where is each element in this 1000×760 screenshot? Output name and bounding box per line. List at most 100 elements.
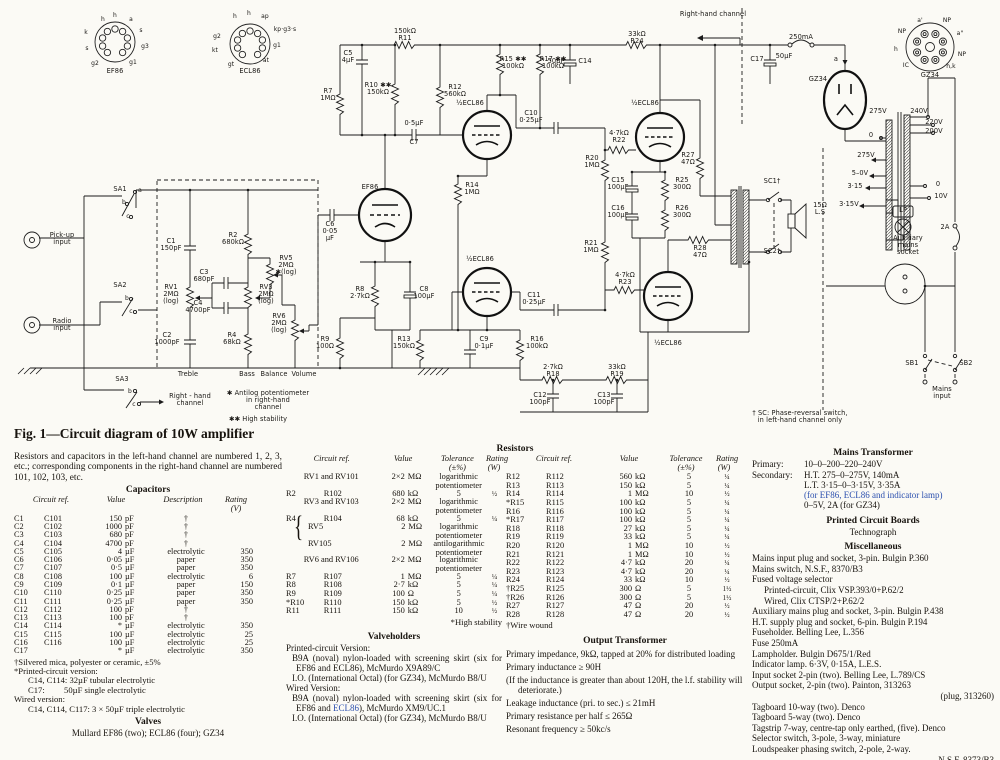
schematic-label: c	[132, 401, 136, 408]
schematic-label: C1 150pF	[160, 237, 182, 253]
tone-control-dashed-box	[156, 179, 319, 369]
capacitor-footnote: *Printed-circuit version:	[14, 666, 98, 677]
schematic-label: s	[85, 45, 89, 52]
schematic-label: R16 100kΩ	[526, 335, 548, 351]
schematic-label: SB2	[959, 359, 973, 367]
schematic-label: Right - hand channel	[169, 392, 211, 408]
schematic-drawing	[17, 8, 963, 413]
schematic-label: LP	[899, 206, 907, 214]
text-line: I.O. (International Octal) (for GZ34), M…	[292, 713, 487, 724]
auxiliary-socket-icon	[884, 263, 926, 305]
schematic-label: GZ34	[920, 71, 940, 79]
pcb-title: Printed Circuit Boards	[826, 515, 920, 526]
schematic-label: ½ECL86	[456, 99, 484, 107]
schematic-label: C16 100µF	[607, 204, 629, 220]
schematic-label: h,k	[946, 63, 956, 70]
capacitors-title: Capacitors	[125, 485, 171, 496]
mains-transformer-line: 0–5V, 2A (for GZ34)	[804, 500, 880, 511]
schematic-label: 200V	[925, 127, 943, 135]
schematic-label: 0	[935, 180, 941, 188]
capacitor-footnote: C17: 50µF single electrolytic	[28, 684, 146, 695]
figure-caption: Fig. 1—Circuit diagram of 10W amplifier	[14, 426, 255, 441]
schematic-label: R21 1MΩ	[583, 239, 599, 255]
column-misc: Mains Transformer Primary:10–0–200–220–2…	[752, 446, 994, 760]
schematic-label: R13 150kΩ	[393, 335, 415, 351]
text-line: Indicator lamp. 6·3V, 0·15A, L.E.S.	[752, 659, 882, 670]
schematic-label: R20 1MΩ	[584, 154, 600, 170]
schematic-label: R10 ✱✱ 150kΩ	[364, 81, 392, 97]
output-transformer-text: Primary impedance, 9kΩ, tapped at 20% fo…	[506, 649, 744, 734]
schematic-label: g1	[129, 59, 137, 66]
schematic-label: ½ECL86	[466, 255, 494, 263]
schematic-label: C3 680pF	[193, 268, 215, 284]
schematic-label: 2·7kΩ R18	[543, 363, 563, 379]
schematic-label: R26 300Ω	[672, 204, 692, 220]
schematic-label: 275V	[869, 107, 887, 115]
schematic-label: C14	[578, 57, 592, 65]
valveholders-title: Valveholders	[367, 632, 421, 643]
schematic-label: ½ECL86	[631, 99, 659, 107]
schematic-label: R15 ✱✱ 100kΩ	[499, 55, 527, 71]
pcb-line: Technograph	[849, 526, 897, 537]
schematic-label: c	[126, 213, 130, 220]
text-line: Input socket 2-pin (two). Belling Lee, L…	[752, 669, 926, 680]
text-line: Mains switch, N.S.F., 8370/B3	[752, 563, 863, 574]
text-line: Wired Version:	[286, 683, 341, 694]
text-line: (If the inductance is greater than about…	[506, 674, 743, 695]
schematic-label: EF86	[361, 183, 379, 191]
schematic-label: RV1 2MΩ (log)	[163, 283, 179, 306]
text-line: B9A (noval) nylon-loaded with screening …	[292, 653, 502, 674]
schematic-label: C11 0·25µF	[522, 291, 546, 307]
text-line: Primary inductance ≥ 90H	[506, 661, 602, 672]
capacitor-footnote: Wired version:	[14, 694, 65, 705]
text-line: Printed-circuit Version:	[286, 643, 371, 654]
schematic-label: SA2	[113, 281, 127, 289]
text-line: H.T. supply plug and socket, 6-pin. Bulg…	[752, 616, 928, 627]
schematic-label: C17	[750, 55, 764, 63]
schematic-label: Treble	[177, 370, 199, 378]
schematic-label: C9 0·1µF	[474, 335, 494, 351]
schematic-label: k	[84, 29, 88, 36]
schematic-label: 0·5µF	[404, 119, 424, 127]
column-resistors-left: Circuit ref. Value Tolerance (±%) Rating…	[286, 454, 508, 724]
loudspeaker-icon	[794, 202, 807, 240]
schematic-label: 50µF	[775, 52, 793, 60]
text-line: Fused voltage selector	[752, 574, 833, 585]
schematic-label: RV5 2MΩ ✱(log)	[275, 254, 297, 277]
text-line: Fuseholder. Belling Lee, L.356	[752, 627, 864, 638]
text-line: Primary impedance, 9kΩ, tapped at 20% fo…	[506, 648, 736, 659]
schematic-label: 15Ω L.S	[813, 201, 827, 217]
capacitor-footnote: †Silvered mica, polyester or ceramic, ±5…	[14, 656, 161, 667]
text-line: Wired, Clix CTSP/2+P.62/2	[764, 595, 865, 606]
schematic-label: h	[101, 16, 105, 23]
valve-pinout-diagrams	[94, 21, 955, 72]
schematic-label: R14 1MΩ	[464, 181, 480, 197]
column-resistors-right: Circuit ref. Value Tolerance (±%) Rating…	[506, 454, 744, 734]
ground-symbols	[17, 367, 450, 376]
schematic-label: kt	[211, 47, 219, 54]
mains-transformer-line: (for EF86, ECL86 and indicator lamp)	[804, 490, 943, 501]
text-line: Tagstrip 7-way, centre-tap only earthed,…	[752, 722, 946, 733]
schematic-label: Volume	[291, 370, 317, 378]
